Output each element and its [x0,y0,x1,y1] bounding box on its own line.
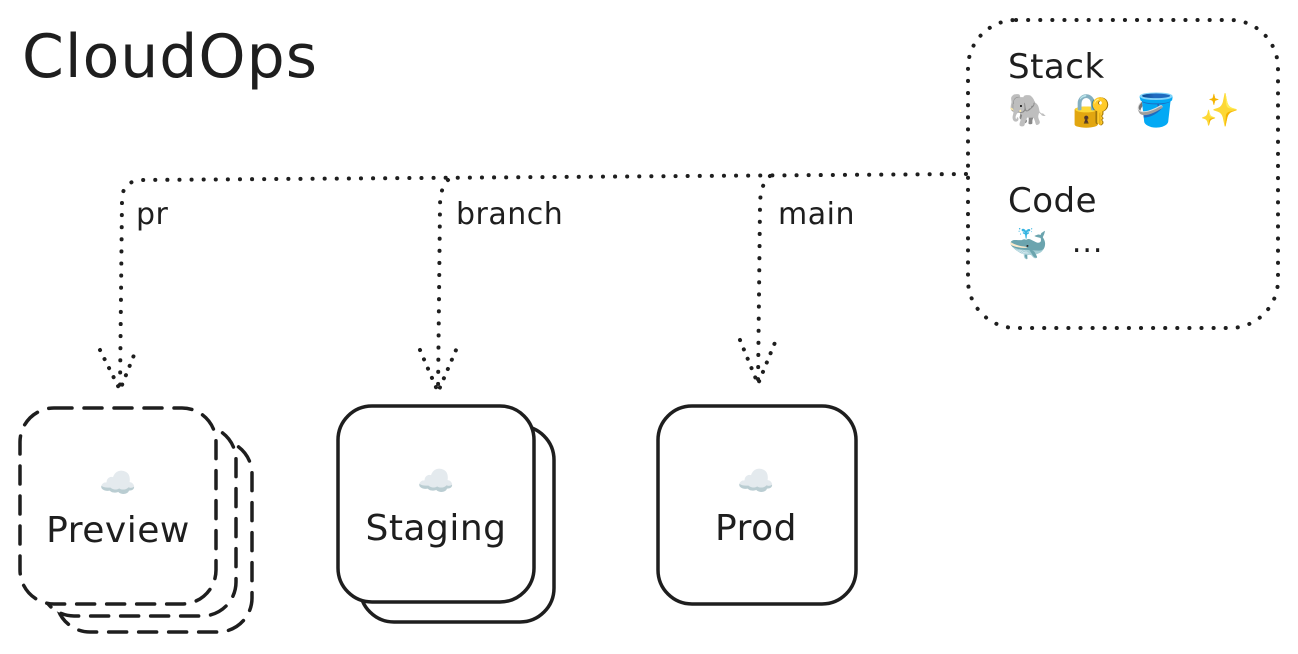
cloud-icon: ☁️ [99,466,137,501]
cloud-icon: ☁️ [737,464,775,499]
preview-card-front [18,406,218,606]
edge-label-pr: pr [136,197,169,232]
arrowhead-prod [738,338,778,386]
environment-preview: ☁️ Preview [20,408,216,604]
environment-prod: ☁️ Prod [658,406,854,602]
environment-label-preview: Preview [46,510,190,551]
lock-key-icon: 🔐 [1071,91,1112,129]
edge-label-main: main [778,197,855,232]
connector-main-drop [756,174,772,386]
environment-label-staging: Staging [365,508,507,549]
environment-staging: ☁️ Staging [338,406,534,602]
edge-label-branch: branch [456,197,564,232]
diagram-title: CloudOps [22,22,318,92]
whale-icon: 🐳 [1008,225,1048,263]
connector-branch-drop [436,178,450,394]
legend-code-heading: Code [1008,181,1098,221]
legend-frame [966,18,1280,330]
elephant-icon: 🐘 [1008,91,1048,129]
legend-code-icons: 🐳 ... [1008,225,1239,263]
legend: Stack 🐘 🔐 🪣 ✨ Code 🐳 ... [1008,50,1239,260]
sparkles-icon: ✨ [1199,91,1240,129]
staging-card-front [336,404,536,604]
arrowhead-preview [98,348,138,392]
legend-stack-icons: 🐘 🔐 🪣 ✨ [1008,94,1239,126]
environment-label-prod: Prod [715,508,797,549]
ellipsis-text: ... [1071,225,1104,260]
prod-card [656,404,858,606]
bucket-icon: 🪣 [1135,91,1176,129]
cloud-icon: ☁️ [417,464,455,499]
legend-stack-heading: Stack [1008,47,1105,87]
